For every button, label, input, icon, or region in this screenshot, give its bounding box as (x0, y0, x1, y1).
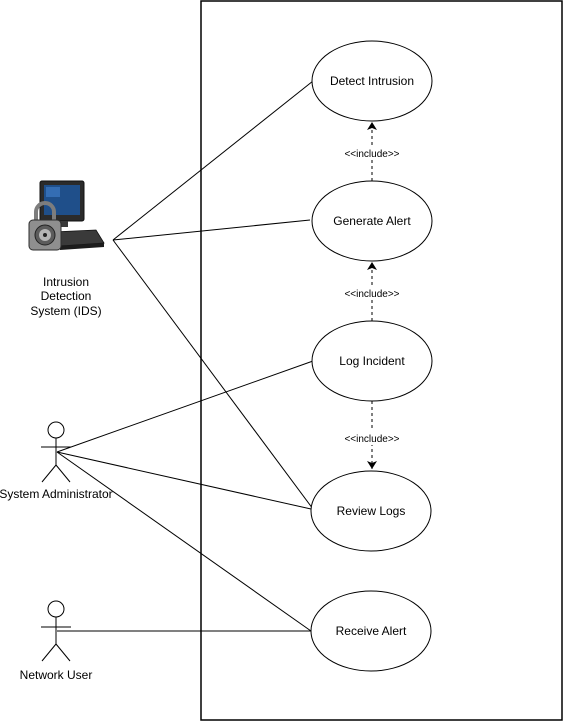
use-case-label: Generate Alert (333, 214, 411, 228)
include-label-bg-1 (340, 146, 404, 160)
actor-ids-label-line3: System (IDS) (30, 304, 101, 318)
assoc-admin-log (56, 360, 314, 453)
include-label-2: <<include>> (344, 289, 399, 300)
include-label-3: <<include>> (344, 434, 399, 445)
use-case-ellipse (311, 180, 433, 262)
actor-user-label: Network User (20, 668, 93, 682)
actor-network-user[interactable]: Network User (20, 600, 93, 682)
actor-ids-label-line1: Intrusion (43, 275, 89, 289)
actor-ids[interactable]: Intrusion Detection System (IDS) (28, 180, 105, 318)
include-label-1: <<include>> (344, 149, 399, 160)
use-case-ellipse (310, 470, 432, 552)
assoc-admin-review (56, 451, 312, 510)
stick-figure-icon (41, 600, 71, 662)
include-label-bg-3 (340, 431, 404, 445)
actor-system-administrator[interactable]: System Administrator (0, 421, 113, 501)
use-case-review-logs[interactable]: Review Logs (310, 470, 432, 552)
computer-with-padlock-icon (28, 180, 105, 251)
actor-admin-label: System Administrator (0, 487, 113, 501)
use-case-generate-alert[interactable]: Generate Alert (311, 180, 433, 262)
stick-figure-icon (41, 421, 71, 483)
use-case-label: Receive Alert (336, 624, 407, 638)
use-case-label: Log Incident (339, 354, 405, 368)
assoc-ids-generate (112, 219, 311, 241)
include-label-bg-2 (340, 286, 404, 300)
system-boundary (200, 0, 563, 721)
actor-ids-label-line2: Detection (41, 289, 92, 303)
use-case-receive-alert[interactable]: Receive Alert (310, 590, 432, 672)
use-case-ellipse (311, 320, 433, 402)
use-case-label: Detect Intrusion (330, 74, 414, 88)
use-case-ellipse (310, 590, 432, 672)
assoc-ids-review (112, 239, 314, 510)
use-case-ellipse (311, 40, 433, 122)
assoc-admin-receive (56, 451, 312, 632)
use-case-log-incident[interactable]: Log Incident (311, 320, 433, 402)
associations (56, 80, 314, 632)
use-case-label: Review Logs (337, 504, 406, 518)
use-case-detect-intrusion[interactable]: Detect Intrusion (311, 40, 433, 122)
assoc-ids-detect (112, 80, 314, 241)
